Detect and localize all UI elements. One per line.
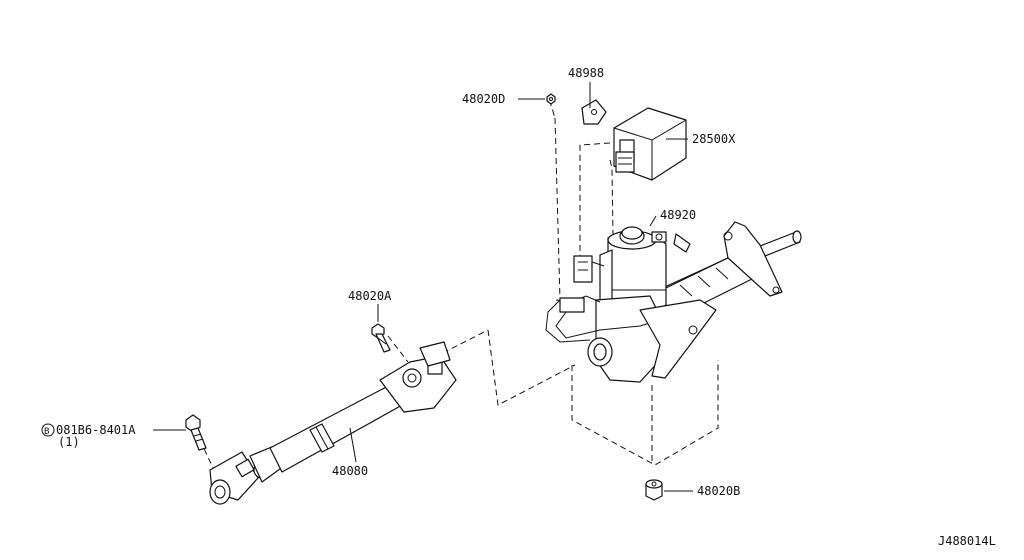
callout-labels: 48988 48020D 28500X 48920 48020A B 081B6… [41,66,996,548]
leader-lines [153,82,693,492]
label-48988[interactable]: 48988 [568,66,604,80]
intermediate-shaft-48080[interactable] [209,341,457,505]
drawing-number: J488014L [938,534,996,548]
bracket-48988[interactable] [581,99,607,125]
label-48020a[interactable]: 48020A [348,289,392,303]
steering-column-assembly-48920[interactable] [545,221,802,383]
label-48080[interactable]: 48080 [332,464,368,478]
label-48920[interactable]: 48920 [660,208,696,222]
label-28500x[interactable]: 28500X [692,132,736,146]
bolt-081b6-8401a[interactable] [185,414,207,451]
nut-48020d[interactable] [546,93,556,105]
label-48020b[interactable]: 48020B [697,484,740,498]
bolt-type-b-symbol [41,423,55,437]
bolt-48020a[interactable] [371,323,391,353]
bolt-type-b-letter: B [44,427,49,437]
label-48020d[interactable]: 48020D [462,92,505,106]
label-081b6-quantity: (1) [58,435,80,449]
nut-48020b[interactable] [645,479,663,501]
control-unit-28500x[interactable] [613,107,687,181]
label-081b6-8401a[interactable]: 081B6-8401A [56,423,136,437]
